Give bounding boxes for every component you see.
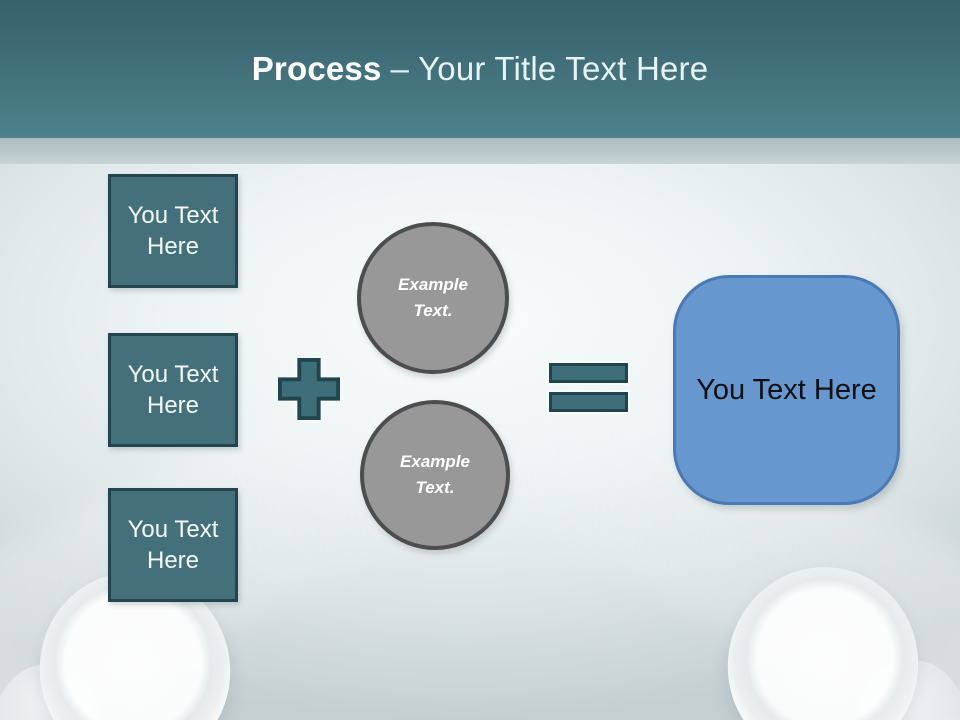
input-box-3[interactable]: You Text Here: [108, 488, 238, 602]
title-separator: –: [390, 50, 410, 87]
slide-header: Process–Your Title Text Here: [0, 0, 960, 138]
result-box-label: You Text Here: [696, 373, 877, 406]
title-emphasis: Process: [251, 50, 382, 87]
example-circle-1[interactable]: Example Text.: [357, 222, 509, 374]
plus-icon: [277, 357, 341, 421]
input-box-1[interactable]: You Text Here: [108, 174, 238, 288]
input-box-2-label: You Text Here: [127, 360, 219, 419]
input-box-2[interactable]: You Text Here: [108, 333, 238, 447]
spotlight-knob-right: [920, 716, 960, 720]
equals-bar-top: [549, 363, 628, 383]
equals-bar-bottom: [549, 392, 628, 412]
spotlight-right-icon: [707, 546, 939, 720]
result-box[interactable]: You Text Here: [673, 275, 900, 505]
equals-icon: [549, 363, 628, 412]
example-circle-1-label: Example Text.: [398, 274, 468, 320]
slide-title[interactable]: Process–Your Title Text Here: [0, 50, 960, 88]
example-circle-2[interactable]: Example Text.: [360, 400, 510, 550]
input-box-3-label: You Text Here: [127, 515, 219, 574]
title-text: Your Title Text Here: [418, 50, 709, 87]
example-circle-2-label: Example Text.: [400, 451, 470, 497]
divider-band: [0, 138, 960, 164]
input-box-1-label: You Text Here: [127, 201, 219, 260]
plus-icon-shape: [277, 357, 341, 421]
